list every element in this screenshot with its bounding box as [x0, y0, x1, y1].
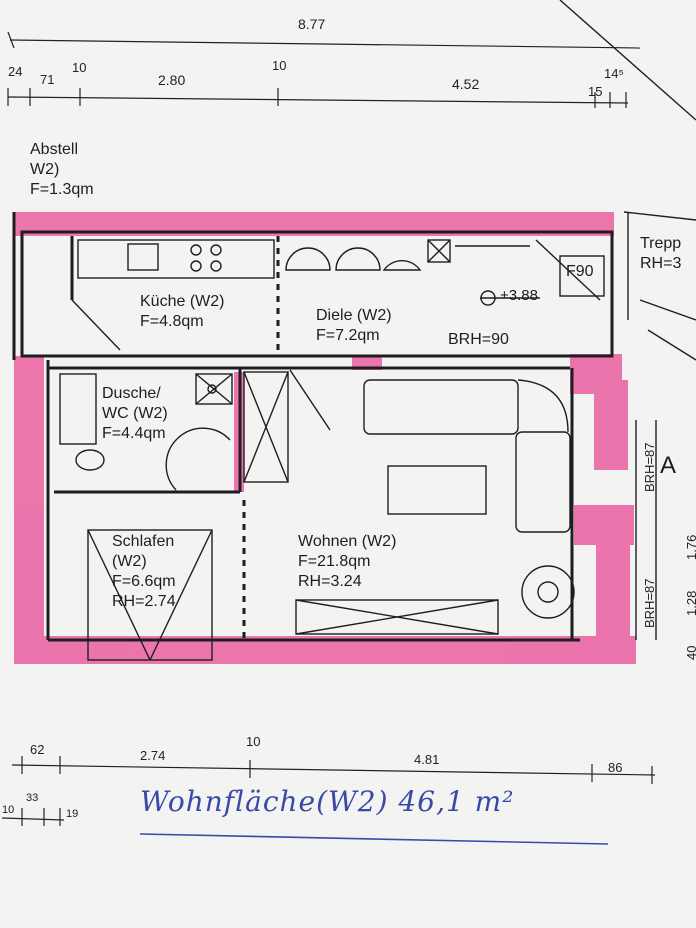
room-treppe-height: RH=3	[640, 255, 682, 272]
room-schlafen-height: RH=2.74	[112, 593, 176, 610]
room-abstell: Abstell W2) F=1.3qm	[30, 140, 94, 200]
dim-bottom-small-1: 33	[26, 792, 39, 804]
label-f90: F90	[566, 263, 594, 280]
wardrobe	[243, 371, 289, 483]
room-abstell-area: F=1.3qm	[30, 181, 94, 198]
f90-box	[559, 255, 605, 297]
wall-top-wing	[20, 230, 614, 358]
dim-bottom-0: 62	[30, 742, 45, 757]
diele-elevation: +3.88	[500, 287, 538, 304]
dim-top-5: 4.52	[452, 76, 480, 92]
dim-top-0: 24	[8, 64, 23, 79]
label-mark-a: A	[660, 452, 677, 479]
room-schlafen: Schlafen (W2) F=6.6qm RH=2.74	[112, 532, 176, 612]
room-dusche-name: Dusche/	[102, 385, 161, 402]
room-dusche-area: F=4.4qm	[102, 425, 166, 442]
sofa-back	[363, 379, 519, 435]
dim-line-bottom-small	[1, 817, 65, 821]
room-schlafen-unit: (W2)	[112, 553, 147, 570]
room-dusche: Dusche/ WC (W2) F=4.4qm	[102, 384, 168, 444]
sofa-corner	[517, 379, 569, 433]
room-diele-name: Diele (W2)	[316, 307, 392, 324]
wall-highlight-east-bottom	[596, 540, 630, 650]
room-diele-area: F=7.2qm	[316, 327, 380, 344]
room-diele: Diele (W2) F=7.2qm	[316, 306, 392, 346]
dim-top-7: 14⁵	[604, 66, 624, 81]
shower-tray	[195, 373, 233, 405]
room-kueche: Küche (W2) F=4.8qm	[140, 292, 224, 332]
room-schlafen-name: Schlafen	[112, 533, 175, 550]
dim-line-top	[7, 96, 629, 104]
dim-top-6: 15	[588, 84, 603, 99]
living-fixtures	[87, 371, 575, 661]
dim-top-2: 10	[72, 60, 87, 75]
dim-top-total: 8.77	[298, 16, 326, 32]
dim-top-3: 2.80	[158, 72, 186, 88]
room-schlafen-area: F=6.6qm	[112, 573, 176, 590]
room-kueche-area: F=4.8qm	[140, 313, 204, 330]
wall-highlight-west	[14, 356, 44, 656]
room-kueche-name: Küche (W2)	[140, 293, 225, 310]
room-abstell-unit: W2)	[30, 161, 60, 178]
room-abstell-name: Abstell	[30, 141, 79, 158]
dim-bottom-3: 4.81	[414, 752, 440, 767]
dim-bottom-1: 2.74	[140, 748, 166, 763]
kitchen-fixtures	[71, 239, 275, 351]
coffee-table	[387, 465, 487, 515]
kitchen-door-swing	[71, 299, 121, 351]
plant	[521, 565, 575, 619]
dim-top-4: 10	[272, 58, 287, 73]
dim-bottom-4: 86	[608, 760, 623, 775]
kitchen-counter	[77, 239, 275, 279]
kitchen-sink	[127, 243, 159, 271]
room-dusche-name2: WC (W2)	[102, 405, 168, 422]
dim-line-top-total	[9, 39, 641, 49]
sofa-side	[515, 431, 571, 533]
dim-bottom-small-2: 19	[66, 808, 79, 820]
dim-bottom-small-0: 10	[2, 804, 15, 816]
handwritten-living-area: Wohnfläche(W2) 46,1 m²	[140, 785, 515, 818]
dimension-lines	[1, 31, 656, 826]
diele-fixtures	[285, 239, 605, 431]
stair-area	[559, 0, 696, 640]
room-treppe-name: Trepp	[640, 235, 682, 252]
room-wohnen-name: Wohnen (W2)	[298, 533, 397, 550]
dim-line-bottom	[11, 764, 656, 776]
wall-highlight-east-mid	[594, 380, 628, 470]
wall-highlight-east-lower	[574, 505, 634, 545]
sideboard	[295, 599, 499, 635]
washbasin	[59, 373, 97, 445]
room-treppe: Trepp RH=3	[640, 234, 681, 274]
dim-bottom-2: 10	[246, 734, 261, 749]
bathroom-fixtures	[59, 373, 233, 491]
walls	[12, 212, 614, 642]
room-wohnen: Wohnen (W2) F=21.8qm RH=3.24	[298, 532, 396, 592]
room-wohnen-area: F=21.8qm	[298, 553, 371, 570]
dim-top-1: 71	[40, 72, 55, 87]
diele-brh: BRH=90	[448, 331, 509, 348]
toilet	[75, 449, 105, 471]
room-wohnen-height: RH=3.24	[298, 573, 362, 590]
